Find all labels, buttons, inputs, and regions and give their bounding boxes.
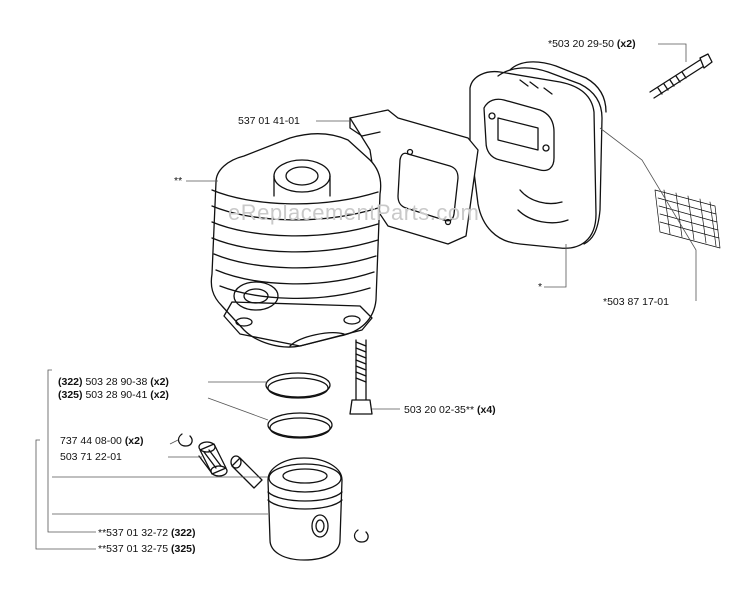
base-screw-part: [349, 339, 373, 415]
muffler-part: [469, 61, 607, 249]
callout-cylinder: **: [174, 175, 182, 187]
model: (325): [170, 543, 196, 555]
quantity: (x4): [476, 404, 496, 416]
part-number: **537 01 32-75: [98, 543, 169, 555]
quantity: (x2): [124, 435, 144, 447]
part-number: **537 01 32-72: [98, 527, 169, 539]
cylinder-part: [210, 133, 382, 348]
part-number: 503 28 90-38: [85, 376, 148, 388]
model: (322): [58, 376, 83, 388]
callout-piston-325: **537 01 32-75 (325): [98, 543, 196, 555]
callout-piston-322: **537 01 32-72 (322): [98, 527, 196, 539]
watermark: eReplacementParts.com: [228, 200, 480, 225]
quantity: (x2): [616, 38, 636, 50]
part-number: **: [174, 175, 183, 187]
muffler-bolt-part: [649, 53, 713, 99]
callout-gasket: 537 01 41-01: [238, 115, 300, 127]
part-number: *: [538, 281, 543, 293]
callout-base-screw: 503 20 02-35** (x4): [404, 404, 496, 416]
quantity: (x2): [150, 376, 169, 388]
callout-muffler: *: [538, 281, 542, 293]
spark-screen-part: [654, 189, 721, 249]
part-number: *503 20 29-50: [548, 38, 614, 50]
callout-bearing: 503 71 22-01: [60, 451, 122, 463]
piston-pin-part: [230, 455, 263, 489]
callout-ring-325: (325) 503 28 90-41 (x2): [58, 389, 169, 401]
model: (325): [58, 389, 83, 401]
piston-part: [267, 457, 343, 561]
piston-rings-part: [265, 372, 333, 439]
needle-bearing-part: [198, 441, 228, 477]
leader-lines: [35, 43, 697, 550]
part-number: 537 01 41-01: [238, 115, 300, 127]
part-number: 503 71 22-01: [60, 451, 122, 463]
callout-screen: *503 87 17-01: [603, 296, 669, 308]
callout-ring-322: (322) 503 28 90-38 (x2): [58, 376, 169, 388]
circlips-part: [177, 433, 369, 543]
part-number: 503 28 90-41: [85, 389, 148, 401]
quantity: (x2): [150, 389, 169, 401]
part-number: *503 87 17-01: [603, 296, 669, 308]
callout-muffler-bolt: *503 20 29-50 (x2): [548, 38, 636, 50]
model: (322): [170, 527, 196, 539]
callout-circlip: 737 44 08-00 (x2): [60, 435, 144, 447]
part-number: 737 44 08-00: [60, 435, 122, 447]
part-number: 503 20 02-35**: [404, 404, 475, 416]
